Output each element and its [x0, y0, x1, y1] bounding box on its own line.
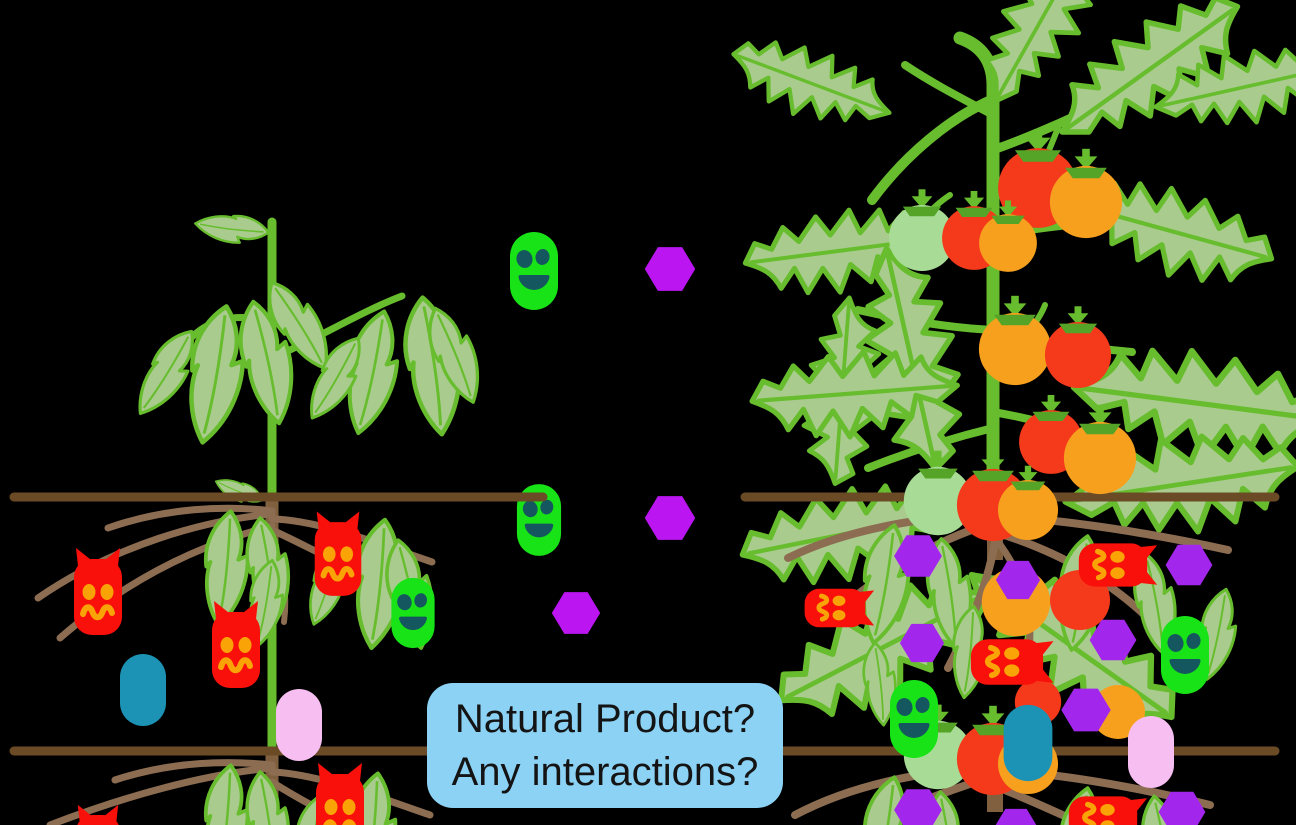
speech-bubble-line-2: Any interactions? [451, 749, 759, 794]
natural-product-hexagon [1165, 544, 1213, 586]
root [46, 764, 276, 825]
beneficial-microbe [888, 678, 940, 760]
pathogen-microbe [971, 639, 1054, 685]
wilted-plant [34, 209, 493, 825]
speech-bubble: Natural Product? Any interactions? [427, 683, 783, 808]
natural-product-hexagon [551, 592, 601, 634]
treatment-capsule [276, 689, 322, 761]
tomato-leaf [721, 24, 901, 145]
tomato-fruit [1044, 306, 1112, 389]
speech-bubble-line-1: Natural Product? [454, 696, 756, 741]
tomato-plant-branch [867, 95, 996, 205]
pathogen-microbe [1079, 543, 1157, 586]
natural-product-hexagon [644, 496, 696, 540]
treatment-capsule [1003, 704, 1053, 782]
natural-product-hexagon [644, 247, 696, 291]
pathogen-microbe [315, 511, 362, 595]
beneficial-microbe [1159, 614, 1211, 696]
tomato-plant-branch [901, 61, 997, 119]
beneficial-microbe [389, 576, 437, 650]
healthy-tomato-plant [721, 0, 1296, 825]
root [34, 510, 276, 602]
pathogen-microbe [1069, 796, 1147, 825]
tomato-plant-stem [953, 31, 1000, 504]
pathogen-microbe [805, 589, 875, 627]
wilted-leaf [211, 472, 267, 511]
root [104, 504, 276, 532]
root [111, 759, 276, 784]
wilted-leaf [192, 209, 272, 248]
treatment-capsule [1128, 716, 1174, 788]
pathogen-microbe [316, 763, 364, 825]
floating-symbols [508, 230, 696, 634]
pathogen-microbe [74, 548, 122, 635]
beneficial-microbe [508, 230, 560, 312]
treatment-capsule [120, 654, 166, 726]
pathogen-microbe [212, 601, 260, 688]
